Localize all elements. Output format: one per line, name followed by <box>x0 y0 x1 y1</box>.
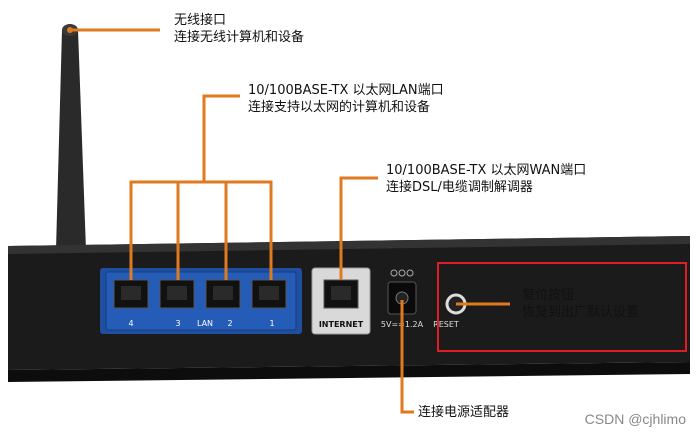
wan-title: 10/100BASE-TX 以太网WAN端口 <box>386 163 587 178</box>
lan-label: LAN <box>197 319 213 328</box>
wan-desc: 连接DSL/电缆调制解调器 <box>386 180 533 195</box>
wan-annotation: 10/100BASE-TX 以太网WAN端口 连接DSL/电缆调制解调器 <box>386 162 586 196</box>
lan-annotation: 10/100BASE-TX 以太网LAN端口 连接支持以太网的计算机和设备 <box>248 82 444 116</box>
callout-lines <box>70 28 510 414</box>
wireless-title: 无线接口 <box>174 13 227 28</box>
power-annotation: 连接电源适配器 <box>418 404 509 421</box>
lan-desc: 连接支持以太网的计算机和设备 <box>248 100 431 115</box>
reset-highlight-box <box>437 262 687 352</box>
internet-port-panel: INTERNET <box>311 267 371 335</box>
lan-port-4-label: 4 <box>128 319 133 328</box>
wireless-desc: 连接无线计算机和设备 <box>174 30 305 45</box>
lan-callout-line <box>202 94 240 182</box>
lan-panel: 4 3 LAN 2 1 <box>100 268 302 334</box>
lan-port-1-label: 1 <box>269 319 274 328</box>
wan-callout-line <box>339 176 378 280</box>
lan-port-4 <box>113 279 149 309</box>
wireless-annotation: 无线接口 连接无线计算机和设备 <box>174 12 304 46</box>
power-title: 连接电源适配器 <box>418 405 510 420</box>
reset-desc: 恢复到出厂默认设置 <box>522 305 640 320</box>
antenna <box>56 24 86 250</box>
watermark: CSDN @cjhlimo <box>584 411 686 427</box>
internet-label: INTERNET <box>319 320 364 329</box>
reset-label: RESET <box>433 320 459 329</box>
power-callout-line <box>400 300 414 414</box>
lan-callout-bracket <box>129 180 273 280</box>
lan-port-1 <box>251 279 287 309</box>
reset-annotation: 复位按钮 恢复到出厂默认设置 <box>522 287 639 321</box>
lan-port-3-label: 3 <box>175 319 180 328</box>
lan-port-2 <box>205 279 241 309</box>
reset-title: 复位按钮 <box>522 288 575 303</box>
lan-title: 10/100BASE-TX 以太网LAN端口 <box>248 83 444 98</box>
lan-port-3 <box>159 279 195 309</box>
lan-port-2-label: 2 <box>227 319 232 328</box>
